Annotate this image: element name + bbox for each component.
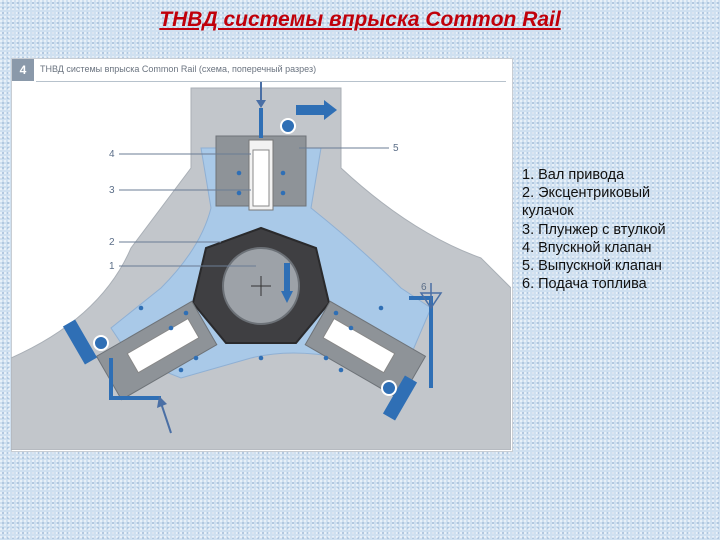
- right-cylinder-block: [304, 300, 427, 401]
- callout-2: 2: [109, 237, 115, 248]
- legend-line: 1. Вал привода: [522, 167, 625, 183]
- figure-caption: ТНВД системы впрыска Common Rail (схема,…: [40, 64, 317, 74]
- slide-title: ТНВД системы впрыска Common Rail: [159, 8, 561, 31]
- callout-4: 4: [109, 149, 115, 160]
- top-plunger: [252, 149, 270, 207]
- callout-5: 5: [393, 143, 399, 154]
- callout-6: 6: [421, 282, 427, 293]
- legend-line: 3. Плунжер с втулкой: [522, 221, 666, 238]
- fuel-dots: [138, 170, 384, 373]
- legend-line: 6. Подача топлива: [522, 276, 647, 293]
- callout-1: 1: [109, 261, 115, 272]
- outlet-arrow-top: [296, 105, 326, 115]
- caption-divider: [36, 81, 506, 82]
- legend: 1. Вал привода 2. Эксцентриковый кулачок…: [522, 166, 718, 293]
- legend-line: 4. Впускной клапан: [522, 239, 652, 256]
- legend-line: 2. Эксцентриковый: [522, 185, 651, 202]
- pump-cross-section-diagram: 4 3 2 1 5 6: [11, 82, 511, 450]
- inlet-arrow-bottom-left: [160, 402, 172, 434]
- legend-line: 5. Выпускной клапан: [522, 258, 662, 275]
- outlet-valve-top: [280, 118, 296, 134]
- legend-line: кулачок: [522, 203, 574, 220]
- outlet-valve-right: [381, 380, 397, 396]
- outlet-valve-left: [93, 335, 109, 351]
- outlet-connector-left: [62, 319, 98, 365]
- fuel-channel-left: [109, 358, 161, 400]
- figure-number: 4: [12, 59, 34, 81]
- callout-3: 3: [109, 185, 115, 196]
- outlet-connector-right: [382, 375, 418, 421]
